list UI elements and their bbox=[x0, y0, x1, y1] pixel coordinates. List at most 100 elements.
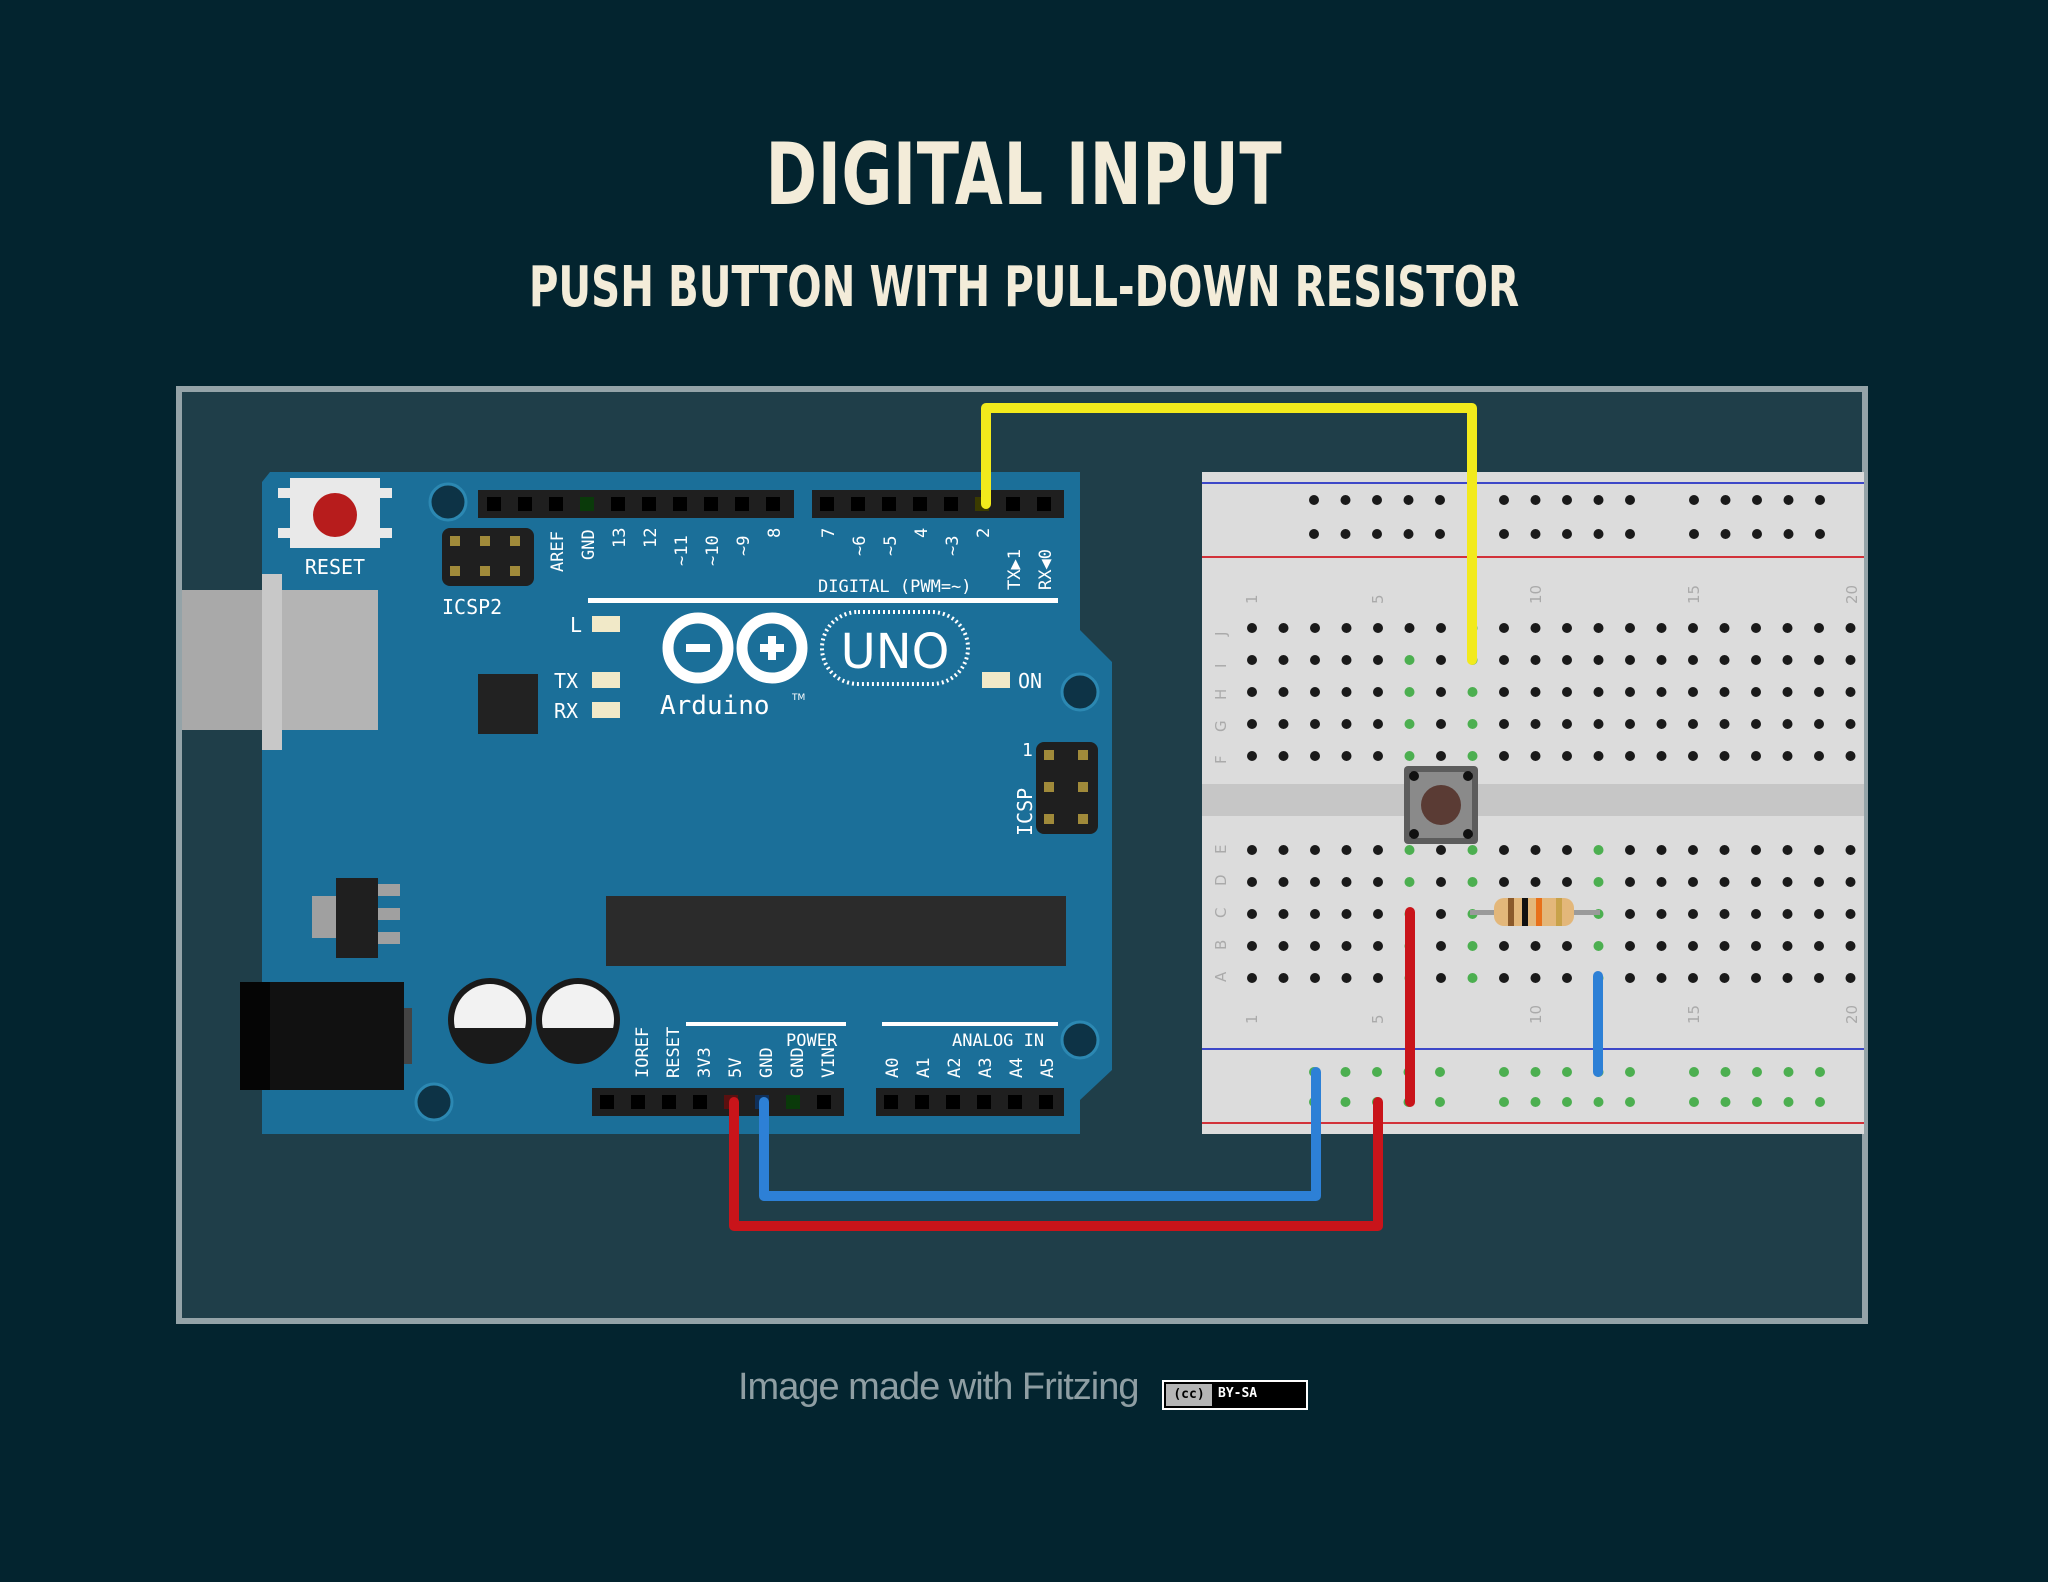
breadboard-hole bbox=[1247, 623, 1257, 633]
breadboard-hole bbox=[1688, 623, 1698, 633]
breadboard-hole bbox=[1310, 845, 1320, 855]
breadboard-hole bbox=[1689, 529, 1699, 539]
breadboard-hole bbox=[1782, 909, 1793, 919]
breadboard-hole bbox=[1689, 1097, 1699, 1107]
breadboard-hole bbox=[1815, 495, 1825, 505]
led-l-label: L bbox=[570, 613, 582, 637]
breadboard-hole bbox=[1372, 495, 1382, 505]
col-number: 20 bbox=[1843, 585, 1861, 604]
breadboard-hole bbox=[1656, 687, 1667, 697]
pin-label: A2 bbox=[945, 1058, 965, 1078]
breadboard-hole bbox=[1247, 719, 1257, 729]
breadboard-hole bbox=[1435, 529, 1445, 539]
pin-label: TX▶1 bbox=[1005, 549, 1025, 590]
breadboard-hole bbox=[1845, 655, 1856, 665]
breadboard-hole bbox=[1373, 973, 1383, 983]
breadboard-center-channel bbox=[1202, 784, 1864, 816]
pin-label: GND bbox=[757, 1047, 777, 1078]
breadboard-hole bbox=[1310, 909, 1320, 919]
breadboard-hole bbox=[1752, 1097, 1762, 1107]
breadboard-hole bbox=[1752, 1067, 1762, 1077]
breadboard-hole bbox=[1436, 655, 1446, 665]
row-letter: A bbox=[1212, 971, 1230, 982]
breadboard-hole bbox=[1562, 719, 1572, 729]
breadboard-hole bbox=[1625, 909, 1635, 919]
breadboard-hole bbox=[1436, 909, 1446, 919]
breadboard-hole bbox=[1340, 1097, 1351, 1107]
breadboard-hole bbox=[1782, 973, 1793, 983]
breadboard-hole bbox=[1499, 495, 1509, 505]
icsp-pin1-label: 1 bbox=[1022, 740, 1033, 761]
breadboard-hole bbox=[1562, 941, 1572, 951]
mounting-hole bbox=[1060, 1020, 1100, 1060]
breadboard-hole bbox=[1530, 973, 1541, 983]
led-rx bbox=[592, 702, 620, 718]
breadboard-hole bbox=[1814, 941, 1824, 951]
row-letter: H bbox=[1212, 689, 1230, 700]
pin-label: AREF bbox=[548, 531, 568, 572]
led-rx-label: RX bbox=[554, 699, 578, 723]
breadboard-hole bbox=[1656, 719, 1667, 729]
breadboard-hole bbox=[1247, 687, 1257, 697]
breadboard-hole bbox=[1562, 623, 1572, 633]
breadboard-hole bbox=[1436, 687, 1446, 697]
breadboard-hole bbox=[1719, 687, 1730, 697]
digital-header-right bbox=[812, 490, 1064, 518]
breadboard-hole bbox=[1625, 1067, 1635, 1077]
breadboard-hole bbox=[1404, 719, 1415, 729]
breadboard-hole bbox=[1656, 973, 1667, 983]
power-header bbox=[592, 1088, 844, 1116]
breadboard-hole bbox=[1783, 1067, 1794, 1077]
breadboard-hole bbox=[1782, 687, 1793, 697]
voltage-regulator bbox=[336, 878, 378, 958]
breadboard-hole bbox=[1845, 909, 1856, 919]
breadboard-hole bbox=[1467, 845, 1478, 855]
breadboard-hole bbox=[1719, 751, 1730, 761]
breadboard-hole bbox=[1814, 655, 1824, 665]
breadboard-hole bbox=[1341, 687, 1352, 697]
breadboard-hole bbox=[1656, 845, 1667, 855]
analog-header bbox=[876, 1088, 1064, 1116]
pin-label: 13 bbox=[610, 528, 630, 548]
capacitor bbox=[448, 978, 532, 1064]
breadboard-hole bbox=[1593, 687, 1604, 697]
breadboard-hole bbox=[1688, 719, 1698, 729]
breadboard-hole bbox=[1593, 719, 1604, 729]
breadboard-hole bbox=[1689, 1067, 1699, 1077]
pin-label: 2 bbox=[974, 528, 994, 538]
breadboard-hole bbox=[1719, 719, 1730, 729]
breadboard: J I H G F E D C B A 1 5 10 15 20 1 5 10 … bbox=[1202, 472, 1864, 1134]
breadboard-hole bbox=[1530, 687, 1541, 697]
push-button[interactable] bbox=[1404, 766, 1478, 844]
pin-label: ~10 bbox=[703, 535, 723, 566]
pin-label: ~5 bbox=[881, 536, 901, 556]
breadboard-hole bbox=[1845, 751, 1856, 761]
breadboard-hole bbox=[1530, 751, 1541, 761]
breadboard-hole bbox=[1656, 751, 1667, 761]
row-letter: E bbox=[1212, 845, 1230, 854]
breadboard-hole bbox=[1719, 877, 1730, 887]
col-number: 15 bbox=[1685, 1005, 1703, 1024]
breadboard-hole bbox=[1340, 495, 1351, 505]
breadboard-hole bbox=[1403, 529, 1414, 539]
pin-label: A3 bbox=[976, 1058, 996, 1078]
breadboard-hole bbox=[1373, 751, 1383, 761]
pin-label: ~11 bbox=[672, 535, 692, 566]
breadboard-hole bbox=[1814, 973, 1824, 983]
breadboard-hole bbox=[1845, 623, 1856, 633]
breadboard-hole bbox=[1562, 845, 1572, 855]
breadboard-hole bbox=[1562, 495, 1572, 505]
breadboard-hole bbox=[1751, 623, 1761, 633]
breadboard-hole bbox=[1278, 973, 1289, 983]
breadboard-hole bbox=[1278, 877, 1289, 887]
breadboard-hole bbox=[1783, 529, 1794, 539]
breadboard-hole bbox=[1720, 1097, 1731, 1107]
analog-label: ANALOG IN bbox=[952, 1031, 1044, 1051]
pin-label: 4 bbox=[912, 528, 932, 538]
breadboard-hole bbox=[1720, 529, 1731, 539]
rail-line-positive bbox=[1202, 1122, 1864, 1124]
breadboard-hole bbox=[1309, 495, 1319, 505]
breadboard-hole bbox=[1625, 529, 1635, 539]
arduino-board: RESET ICSP2 AREF GND 13 12 ~11 bbox=[182, 472, 1112, 1134]
credit-text: Image made with Fritzing bbox=[738, 1366, 1139, 1408]
